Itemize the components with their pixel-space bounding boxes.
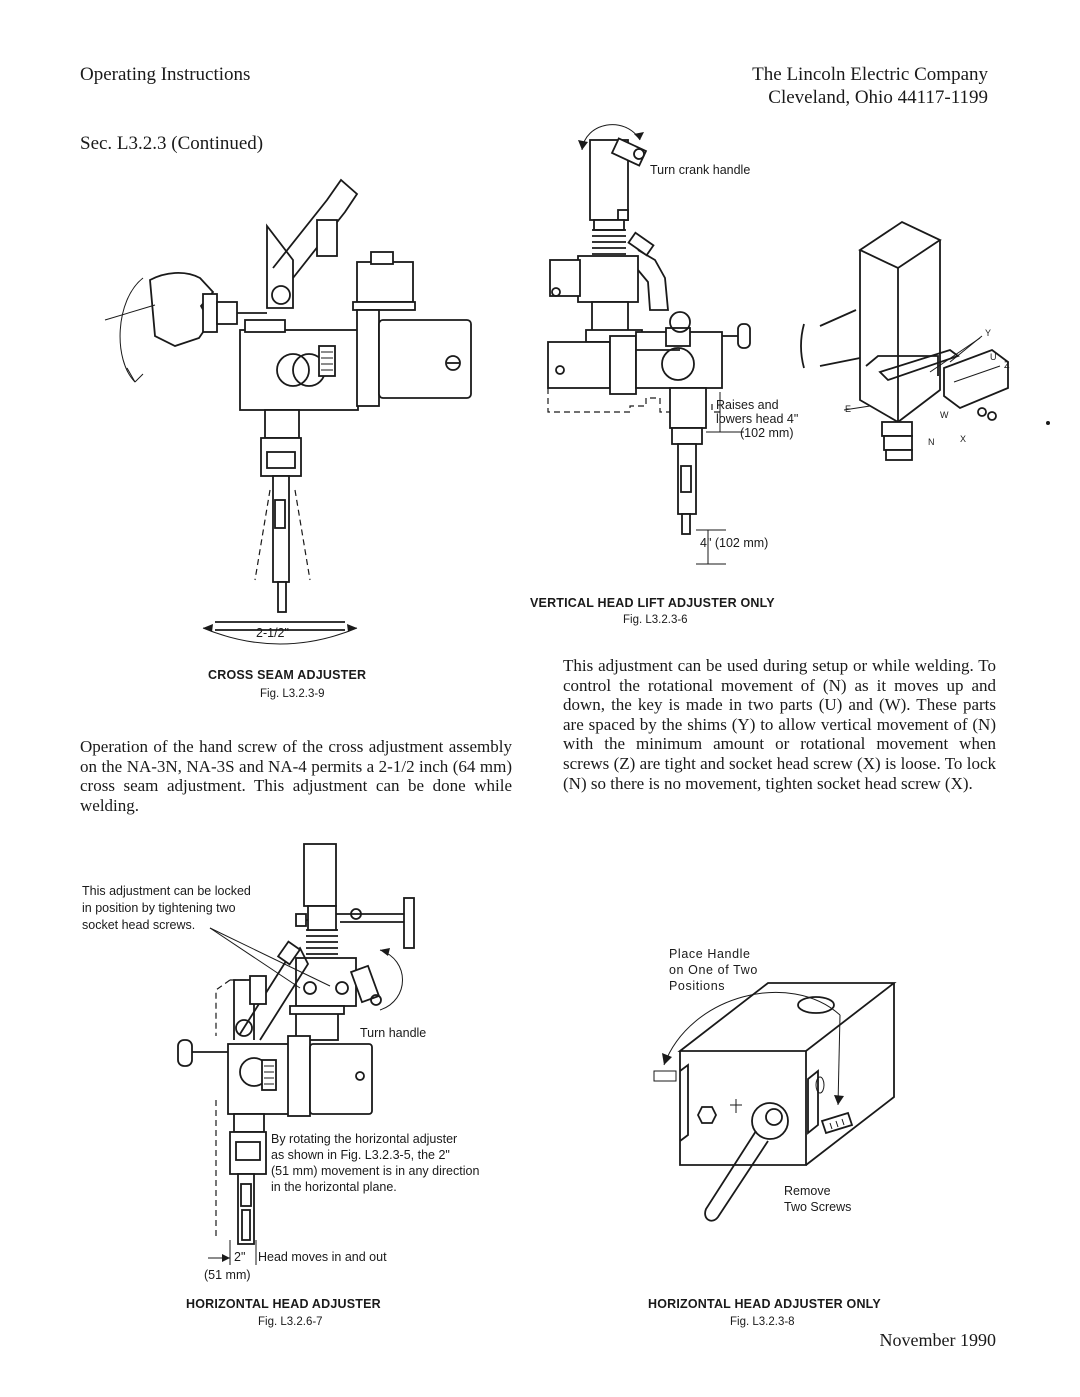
rotate-note-line4: in the horizontal plane. xyxy=(271,1180,397,1194)
lock-note-line1: This adjustment can be locked xyxy=(82,884,251,898)
key-letter-n: N xyxy=(928,437,935,447)
horizontal-head-fig-number: Fig. L3.2.6-7 xyxy=(258,1316,323,1328)
horizontal-only-fig-number: Fig. L3.2.3-8 xyxy=(730,1316,795,1328)
place-handle-line1: Place Handle xyxy=(669,947,751,961)
key-letter-y: Y xyxy=(985,328,992,338)
raise-label-line3: (102 mm) xyxy=(740,426,794,440)
rotate-note-line1: By rotating the horizontal adjuster xyxy=(271,1132,458,1146)
cross-seam-dimension: 2-1/2" xyxy=(256,626,289,640)
travel-label: 4" (102 mm) xyxy=(700,536,769,550)
cross-adjustment-paragraph: Operation of the hand screw of the cross… xyxy=(80,737,512,815)
remove-screws-line1: Remove xyxy=(784,1184,831,1198)
vertical-head-fig-number: Fig. L3.2.3-6 xyxy=(623,614,688,626)
move-mm-label: (51 mm) xyxy=(204,1268,251,1282)
cross-seam-adjuster-drawing xyxy=(104,178,472,645)
section-heading: Sec. L3.2.3 (Continued) xyxy=(80,133,264,154)
cross-seam-title: CROSS SEAM ADJUSTER xyxy=(208,668,367,682)
company-address: Cleveland, Ohio 44117-1199 xyxy=(768,87,988,108)
rotate-note-line3: (51 mm) movement is in any direction xyxy=(271,1164,480,1178)
raise-label-line1: Raises and xyxy=(716,398,779,412)
move-dimension-label: 2" xyxy=(234,1250,246,1264)
key-letter-u: U xyxy=(990,352,997,362)
key-letter-z: Z xyxy=(1004,360,1010,370)
key-letter-e: E xyxy=(845,404,852,414)
crank-handle-label: Turn crank handle xyxy=(650,163,751,177)
rotate-note-line2: as shown in Fig. L3.2.3-5, the 2" xyxy=(271,1148,450,1162)
key-letter-w: W xyxy=(940,410,949,420)
vertical-head-lift-drawing xyxy=(547,124,1050,565)
horizontal-only-title: HORIZONTAL HEAD ADJUSTER ONLY xyxy=(648,1297,881,1311)
place-handle-line2: on One of Two xyxy=(669,963,758,977)
turn-handle-label: Turn handle xyxy=(360,1026,427,1040)
remove-screws-line2: Two Screws xyxy=(784,1200,852,1214)
key-assembly-drawing xyxy=(800,220,1050,461)
vertical-adjustment-paragraph: This adjustment can be used during setup… xyxy=(563,656,996,793)
raise-label-line2: lowers head 4" xyxy=(716,412,799,426)
key-letter-x: X xyxy=(960,434,967,444)
cross-seam-fig-number: Fig. L3.2.3-9 xyxy=(260,688,325,700)
vertical-head-title: VERTICAL HEAD LIFT ADJUSTER ONLY xyxy=(530,596,775,610)
company-name: The Lincoln Electric Company xyxy=(752,64,988,85)
page-header-left: Operating Instructions xyxy=(80,64,251,85)
footer-date: November 1990 xyxy=(879,1330,996,1350)
lock-note-line3: socket head screws. xyxy=(82,918,196,932)
horizontal-head-adjuster-drawing xyxy=(177,843,415,1265)
lock-note-line2: in position by tightening two xyxy=(82,901,236,915)
horizontal-adjuster-box-drawing xyxy=(653,982,897,1222)
place-handle-line3: Positions xyxy=(669,979,726,993)
horizontal-head-title: HORIZONTAL HEAD ADJUSTER xyxy=(186,1297,381,1311)
head-moves-label: Head moves in and out xyxy=(258,1250,387,1264)
